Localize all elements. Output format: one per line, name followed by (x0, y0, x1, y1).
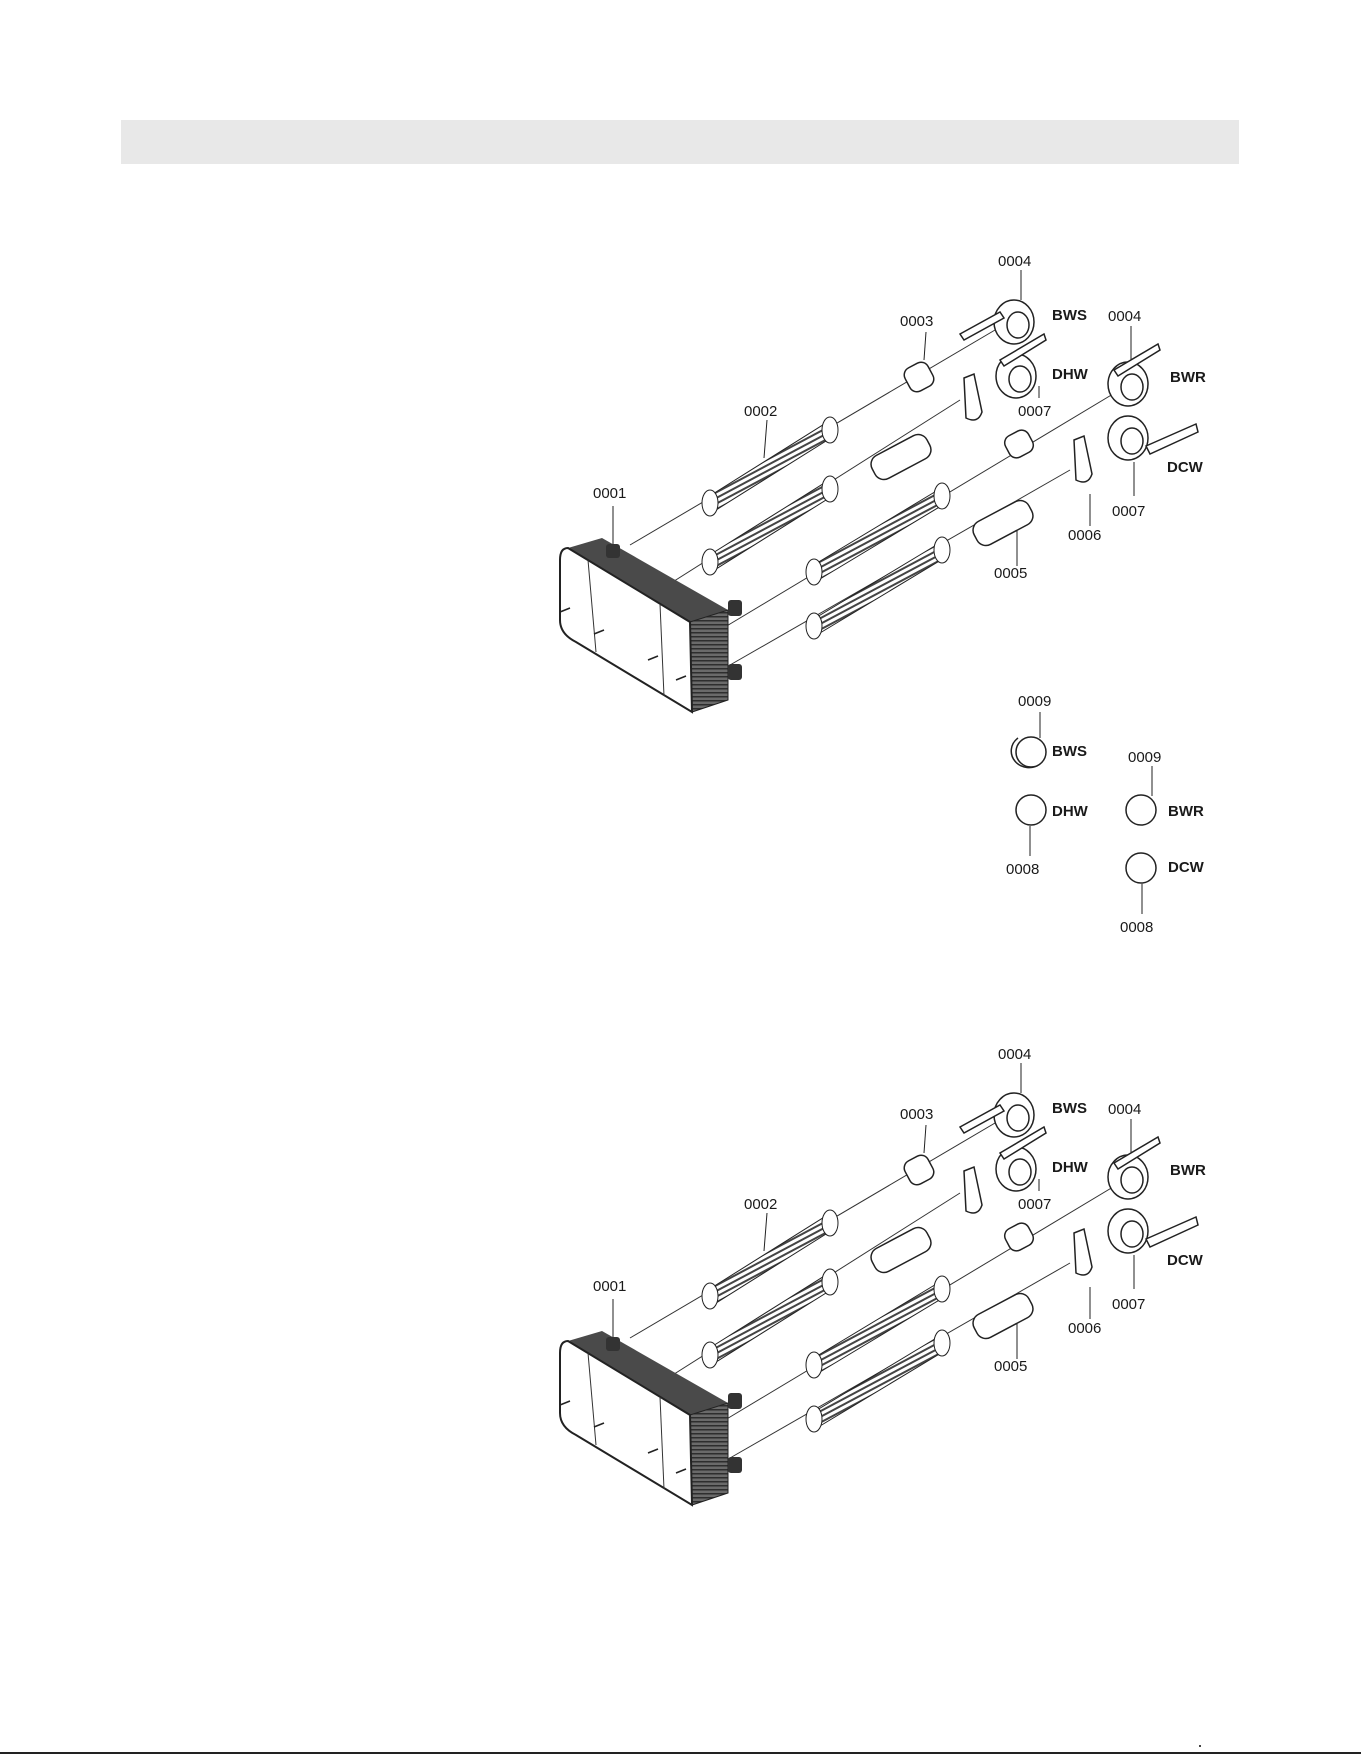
label-0006: 0006 (1068, 1320, 1101, 1337)
label-0004-b: 0004 (1108, 308, 1141, 325)
label-0004-b: 0004 (1108, 1101, 1141, 1118)
port-dhw: DHW (1052, 366, 1089, 383)
exploded-view-svg: 0001 0002 0003 0004 0004 0007 0007 0006 … (0, 0, 1361, 760)
label-0001: 0001 (593, 1278, 626, 1295)
port-bwr: BWR (1170, 1162, 1206, 1179)
exploded-diagram-bottom: 0001 0002 0003 0004 0004 0007 0007 0006 … (0, 793, 1361, 1553)
port-bws: BWS (1052, 1100, 1087, 1117)
port-dhw: DHW (1052, 1159, 1089, 1176)
label-0005: 0005 (994, 1358, 1027, 1375)
port-bwr: BWR (1170, 369, 1206, 386)
label-0001: 0001 (593, 485, 626, 502)
label-0007-a: 0007 (1018, 1196, 1051, 1213)
label-0003: 0003 (900, 1106, 933, 1123)
label-0004-a: 0004 (998, 253, 1031, 270)
port-dcw: DCW (1167, 1252, 1204, 1269)
label-0007-b: 0007 (1112, 1296, 1145, 1313)
label-0004-a: 0004 (998, 1046, 1031, 1063)
footer-rule (0, 1752, 1361, 1754)
label-0005: 0005 (994, 565, 1027, 582)
port-bws: BWS (1052, 307, 1087, 324)
exploded-diagram-top: 0001 0002 0003 0004 0004 0007 0007 0006 … (0, 0, 1361, 760)
caps (1016, 741, 1154, 760)
label-0006: 0006 (1068, 527, 1101, 544)
port-dcw: DCW (1167, 459, 1204, 476)
footer-mark (1199, 1745, 1201, 1747)
label-0007-b: 0007 (1112, 503, 1145, 520)
label-0007-a: 0007 (1018, 403, 1051, 420)
label-0003: 0003 (900, 313, 933, 330)
exploded-view-svg-2: 0001 0002 0003 0004 0004 0007 0007 0006 … (0, 793, 1361, 1553)
label-0002: 0002 (744, 403, 777, 420)
label-0002: 0002 (744, 1196, 777, 1213)
